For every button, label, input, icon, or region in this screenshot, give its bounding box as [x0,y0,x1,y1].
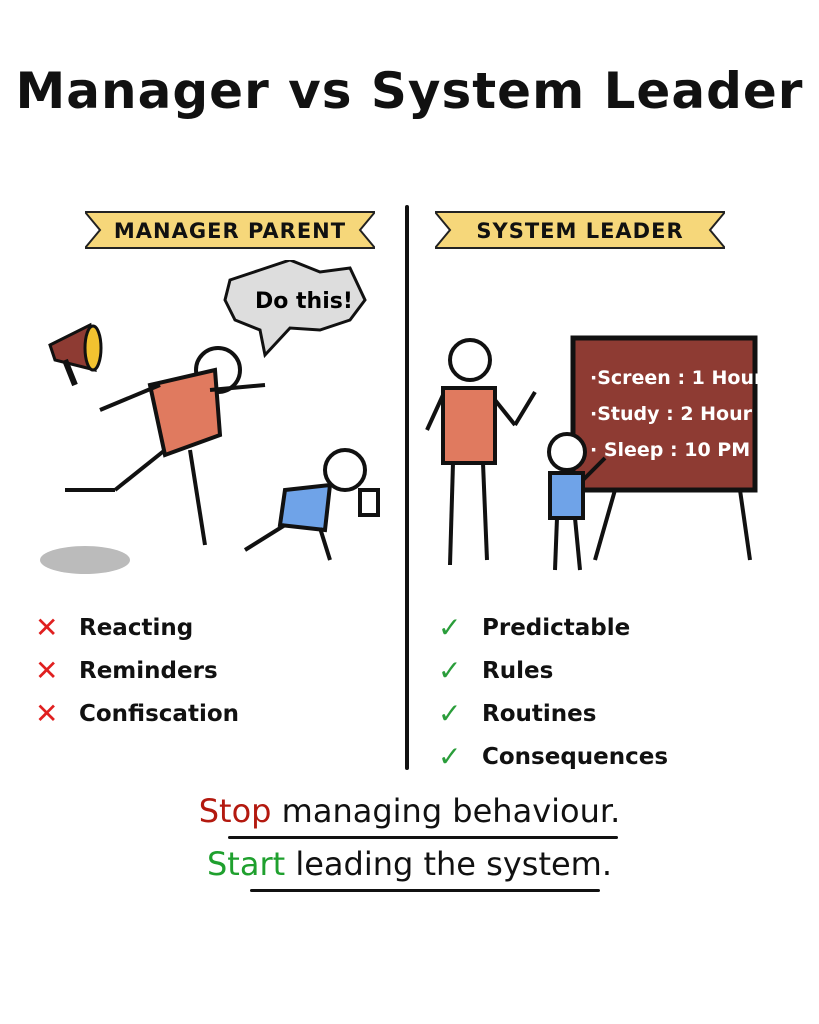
rules-board [570,335,758,493]
system-leader-illustration [425,335,758,571]
board-rule-sleep: · Sleep : 10 PM [590,439,751,461]
banner-system-leader: SYSTEM LEADER [435,210,725,250]
footer-line-1: Stop managing behaviour. [198,792,621,830]
banner-manager-parent: MANAGER PARENT [85,210,375,250]
check-icon: ✓ [438,654,462,687]
speech-text: Do this! [255,289,353,314]
start-word: Start [206,845,286,883]
speech-bubble [223,260,367,359]
list-item: ✓Rules [438,654,554,687]
banner-label: MANAGER PARENT [113,219,347,243]
child-figure [547,432,607,571]
list-item: ✕Confiscation [35,697,240,730]
cross-icon: ✕ [35,611,59,644]
list-item: ✓Consequences [438,740,669,773]
underline [250,889,600,892]
check-icon: ✓ [438,697,462,730]
check-icon: ✓ [438,740,462,773]
manager-illustration: Do this! [40,260,380,574]
underline [228,836,618,839]
stop-word: Stop [198,792,272,830]
board-text: ·Screen : 1 Hour ·Study : 2 Hour · Sleep… [590,360,763,468]
divider-line [405,205,409,770]
list-item: ✕Reacting [35,611,194,644]
list-item: ✓Routines [438,697,597,730]
cross-icon: ✕ [35,654,59,687]
list-item: ✓Predictable [438,611,631,644]
child-figure [243,448,380,561]
manager-list: ✕Reacting ✕Reminders ✕Confiscation [35,606,239,735]
system-leader-list: ✓Predictable ✓Rules ✓Routines ✓Consequen… [438,606,668,778]
dust-cloud [40,546,130,574]
board-rule-screen: ·Screen : 1 Hour [590,367,764,389]
board-rule-study: ·Study : 2 Hour [590,403,753,425]
megaphone-icon [48,322,103,387]
check-icon: ✓ [438,611,462,644]
adult-figure [425,338,537,566]
banner-label: SYSTEM LEADER [476,219,684,243]
adult-figure [65,346,266,546]
page-title: Manager vs System Leader [15,62,804,120]
cross-icon: ✕ [35,697,59,730]
list-item: ✕Reminders [35,654,218,687]
footer-line-2: Start leading the system. [206,845,613,883]
